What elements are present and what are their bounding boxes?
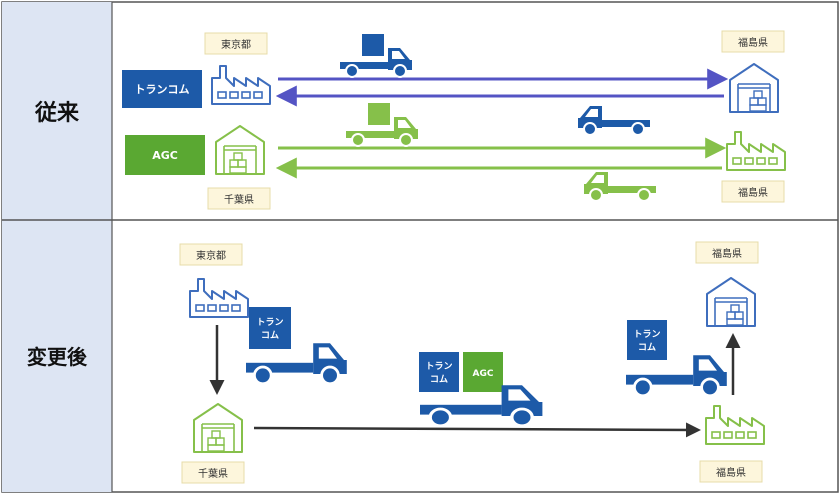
trancom-cargo-label-3b: コム	[638, 342, 656, 353]
green-truck-loaded-icon	[345, 103, 419, 147]
fukushima-place-tag-after-2: 福島県	[699, 460, 763, 483]
chiba-label: 千葉県	[224, 193, 254, 206]
fukushima-place-tag-2: 福島県	[721, 180, 785, 203]
combined-truck-icon: トラン コム AGC	[418, 352, 545, 428]
fukushima-label-after-2: 福島県	[716, 466, 746, 479]
tokyo-place-tag: 東京都	[204, 32, 268, 55]
agc-company-box: AGC	[125, 135, 205, 175]
chiba-to-fukushima-arrow	[253, 422, 701, 438]
trancom-cargo-label-1a: トラン	[256, 317, 283, 328]
trancom-company-box: トランコム	[122, 70, 202, 108]
section-before-label: 従来	[34, 100, 80, 126]
tokyo-place-tag-after: 東京都	[179, 243, 243, 266]
chiba-place-tag-after: 千葉県	[181, 461, 245, 484]
agc-cargo-label: AGC	[473, 369, 494, 379]
trancom-truck-icon-1: トラン コム	[244, 307, 349, 386]
chiba-place-tag: 千葉県	[207, 187, 271, 210]
blue-truck-loaded-icon	[339, 34, 413, 78]
section-after-bg	[2, 220, 112, 492]
fukushima-label-2: 福島県	[738, 186, 768, 199]
agc-label: AGC	[152, 149, 178, 162]
trancom-truck-icon-2: トラン コム	[624, 320, 729, 398]
trancom-label: トランコム	[135, 83, 190, 96]
trancom-cargo-label-1b: コム	[261, 330, 279, 341]
section-before-bg	[2, 2, 112, 220]
fukushima-label-after-1: 福島県	[712, 247, 742, 260]
tokyo-label: 東京都	[221, 38, 251, 51]
fukushima-label-1: 福島県	[738, 36, 768, 49]
fukushima-place-tag-after-1: 福島県	[695, 241, 759, 264]
trancom-cargo-label-3a: トラン	[633, 329, 660, 340]
trancom-cargo-label-2b: コム	[430, 374, 448, 385]
fukushima-place-tag-1: 福島県	[721, 30, 785, 53]
section-after-label: 変更後	[27, 345, 88, 369]
trancom-cargo-label-2a: トラン	[425, 361, 452, 372]
tokyo-label-after: 東京都	[196, 249, 226, 262]
chiba-label-after: 千葉県	[198, 467, 228, 480]
